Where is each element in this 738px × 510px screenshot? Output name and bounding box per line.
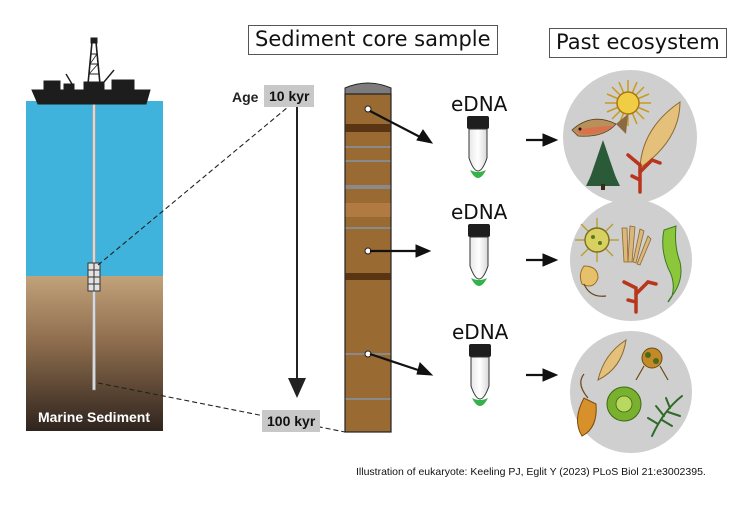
core-band xyxy=(345,160,391,162)
age-arrow xyxy=(288,104,306,398)
fish-icon xyxy=(571,114,628,137)
core-band xyxy=(345,398,391,400)
diatom-icon xyxy=(597,338,627,381)
ecosystem-circle-3 xyxy=(570,331,692,453)
core-band xyxy=(345,273,391,280)
diatom-icon xyxy=(621,225,652,266)
core-band xyxy=(345,146,391,148)
illustration-credit: Illustration of eukaryote: Keeling PJ, E… xyxy=(356,466,706,478)
zoom-line-top xyxy=(97,96,301,266)
spiny-protist-icon xyxy=(575,218,619,262)
sediment-core-sample-title: Sediment core sample xyxy=(248,25,498,55)
core-band xyxy=(345,185,391,189)
age-top-tag: 10 kyr xyxy=(264,85,315,107)
past-ecosystem-title: Past ecosystem xyxy=(549,28,727,58)
green-alga-icon xyxy=(606,386,642,422)
edna-label-1: eDNA xyxy=(451,92,508,116)
spiny-protist-icon xyxy=(635,347,669,381)
sample-tube-icon xyxy=(469,344,491,406)
ecosystem-arrows xyxy=(526,133,559,382)
edna-label-3: eDNA xyxy=(452,320,509,344)
green-alga-icon xyxy=(662,225,682,303)
green-alga-icon xyxy=(647,395,683,437)
drill-ship-icon xyxy=(31,37,151,105)
drill-pipe-icon xyxy=(92,99,96,391)
sediment-core xyxy=(344,82,392,433)
diatom-icon xyxy=(639,101,681,169)
conifer-icon xyxy=(586,140,620,190)
age-bottom-tag: 100 kyr xyxy=(262,410,321,432)
spiny-protist-icon xyxy=(605,80,651,126)
age-label: Age xyxy=(232,89,259,105)
ecosystem-circle-2 xyxy=(570,199,692,321)
ocean-sediment-panel: Marine Sediment xyxy=(26,37,163,431)
edna-label-2: eDNA xyxy=(451,200,508,224)
red-alga-icon xyxy=(626,153,662,194)
flagellate-icon xyxy=(577,373,597,437)
core-band xyxy=(345,124,391,132)
red-alga-icon xyxy=(622,280,658,314)
ciliate-icon xyxy=(579,265,607,297)
core-band xyxy=(345,203,391,217)
core-barrel-icon xyxy=(87,262,101,292)
sample-tube-icon xyxy=(467,116,489,178)
sample-arrows xyxy=(369,110,434,376)
ecosystem-circle-1 xyxy=(563,70,697,204)
marine-sediment-label: Marine Sediment xyxy=(38,409,150,425)
sample-tube-icon xyxy=(468,224,490,286)
core-band xyxy=(345,227,391,229)
sample-point xyxy=(364,105,372,113)
